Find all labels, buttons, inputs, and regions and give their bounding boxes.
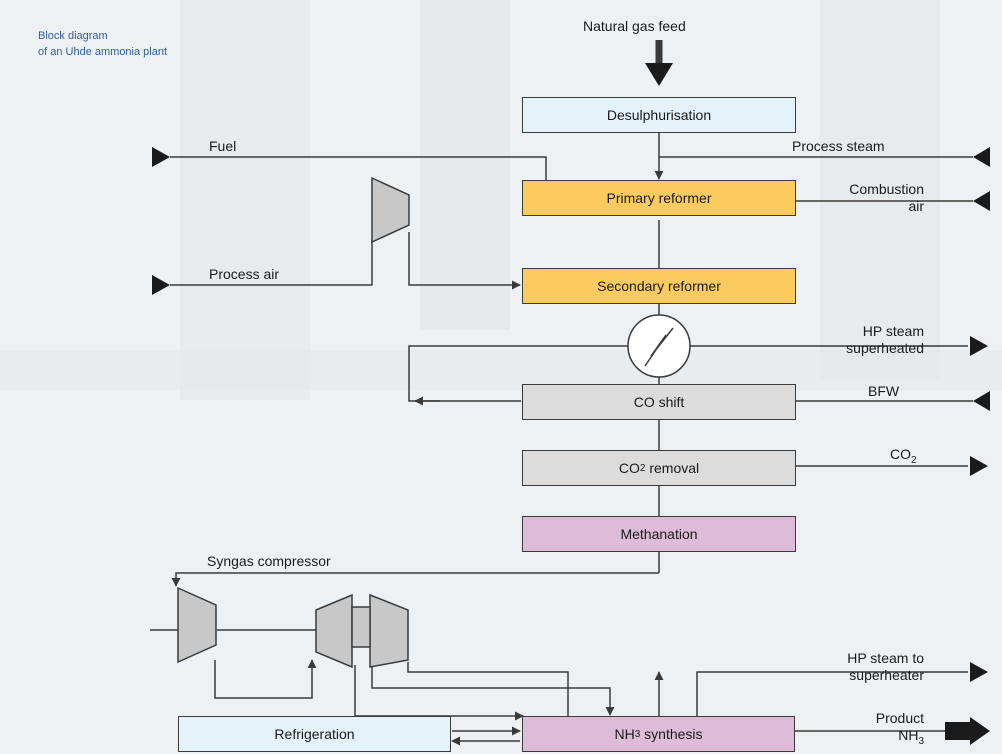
secondary-reformer-box: Secondary reformer	[522, 268, 796, 304]
product-label-1: Product	[875, 710, 924, 726]
co2-removal-tail: removal	[645, 460, 700, 476]
co2-label: CO2	[890, 446, 917, 469]
primary-reformer-box: Primary reformer	[522, 180, 796, 216]
hp-steam-superheater-label-2: superheater	[849, 667, 924, 683]
desulphurisation-box: Desulphurisation	[522, 97, 796, 133]
co2-label-main: CO	[890, 446, 911, 462]
syngas-compressor-label: Syngas compressor	[207, 553, 331, 569]
fuel-label: Fuel	[209, 138, 237, 154]
hp-steam-superheater-label-1: HP steam to	[847, 650, 924, 666]
product-label-main: NH	[898, 727, 919, 743]
hp-steam-label-2: superheated	[846, 340, 924, 356]
nh3-main: NH	[614, 726, 635, 742]
hp-steam-label-1: HP steam	[862, 323, 924, 339]
heat-exchanger-icon	[627, 314, 691, 378]
nh3-sub: 3	[634, 728, 641, 740]
diagram-caption-line-2: of an Uhde ammonia plant	[38, 46, 168, 58]
co2-removal-sub: 2	[639, 462, 646, 474]
diagram-caption-line-1: Block diagram	[38, 30, 108, 42]
refrigeration-box: Refrigeration	[178, 716, 451, 752]
syngas-compressor-stage-3	[369, 593, 409, 668]
product-label-2: NH3	[820, 727, 924, 750]
process-steam-label: Process steam	[792, 138, 885, 154]
process-air-label: Process air	[209, 266, 280, 282]
methanation-box: Methanation	[522, 516, 796, 552]
combustion-air-label-1: Combustion	[849, 181, 924, 197]
bfw-label: BFW	[868, 383, 900, 399]
natural-gas-feed-label: Natural gas feed	[583, 18, 686, 34]
syngas-compressor-stage-1	[177, 586, 217, 664]
nh3-tail: synthesis	[640, 726, 703, 742]
product-label-sub: 3	[918, 735, 924, 747]
combustion-air-label-2: air	[908, 198, 924, 214]
co2-label-sub: 2	[911, 454, 917, 466]
co2-removal-main: CO	[618, 460, 640, 476]
process-air-compressor	[371, 176, 410, 244]
syngas-compressor-stage-2	[315, 593, 353, 669]
co-shift-box: CO shift	[522, 384, 796, 420]
